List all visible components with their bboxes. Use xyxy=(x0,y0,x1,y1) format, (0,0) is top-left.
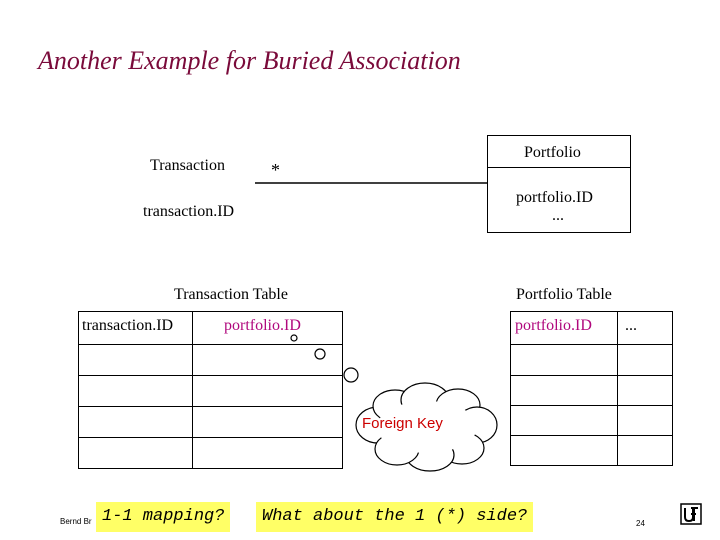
callout-dot-medium xyxy=(314,348,326,360)
callout-dot-large xyxy=(343,367,359,383)
callout-dot-small xyxy=(290,334,298,342)
transaction-class-name: Transaction xyxy=(150,157,225,174)
note-one-to-one-mapping: 1-1 mapping? xyxy=(96,502,231,532)
university-logo-icon xyxy=(680,503,702,525)
transaction-class-attribute: transaction.ID xyxy=(143,203,235,220)
note-one-star-side: What about the 1 (*) side? xyxy=(256,502,534,532)
portfolio-table xyxy=(510,311,673,466)
foreign-key-label: Foreign Key xyxy=(362,415,443,432)
page-number: 24 xyxy=(636,519,645,528)
transaction-table xyxy=(78,311,343,469)
portfolio-class-attribute: portfolio.ID xyxy=(516,189,593,206)
portfolio-class-name: Portfolio xyxy=(524,144,581,161)
footer-author: Bernd Br xyxy=(60,517,92,526)
portfolio-class-ellipsis: ... xyxy=(552,207,564,224)
portfolio-class-divider xyxy=(488,167,630,168)
slide-title: Another Example for Buried Association xyxy=(38,46,461,75)
transaction-table-header-portfolio-id: portfolio.ID xyxy=(224,317,301,334)
multiplicity-label: * xyxy=(271,160,280,180)
portfolio-class-box: Portfolio portfolio.ID ... xyxy=(487,135,631,233)
transaction-table-header-transaction-id: transaction.ID xyxy=(82,317,174,334)
portfolio-table-caption: Portfolio Table xyxy=(516,286,612,303)
transaction-table-caption: Transaction Table xyxy=(174,286,288,303)
portfolio-table-header-ellipsis: ... xyxy=(625,317,637,334)
portfolio-table-header-portfolio-id: portfolio.ID xyxy=(515,317,592,334)
